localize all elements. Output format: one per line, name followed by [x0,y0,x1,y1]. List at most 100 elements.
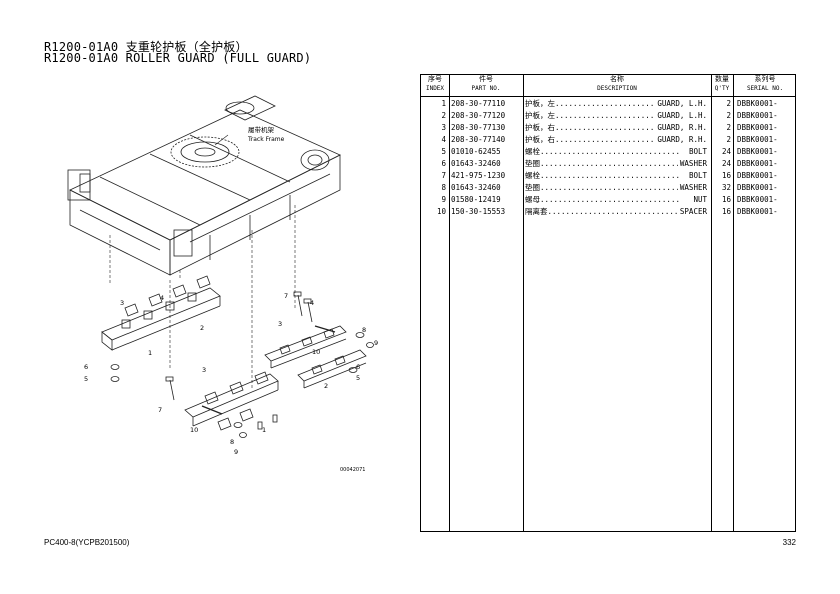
cell-serial: DBBK0001- [737,123,778,132]
cell-index: 4 [441,135,446,144]
desc-en: GUARD, R.H. [655,134,707,146]
cell-qty: 24 [721,159,731,168]
desc-en: SPACER [677,206,707,218]
cell-qty: 16 [721,195,731,204]
callout-1a: 1 [148,349,152,357]
model-number: PC400-8(YCPB201500) [44,538,130,547]
callout-5b: 5 [356,374,360,382]
desc-en: NUT [691,194,707,206]
cell-description: 螺栓...............................BOLT [525,146,709,158]
cell-qty: 2 [726,99,731,108]
callout-2b: 2 [324,382,328,390]
guard-right-lower [297,349,367,389]
cell-serial: DBBK0001- [737,135,778,144]
exploded-view-diagram: 履带机架 Track Frame 4 3 2 1 6 5 3 7 10 8 9 … [67,95,378,473]
cell-index: 1 [441,99,446,108]
callout-5a: 5 [84,375,88,383]
table-row: 4 208-30-77140 护板，右.......................… [421,134,795,146]
table-row: 1 208-30-77110 护板，左.......................… [421,98,795,110]
col-divider [711,75,712,531]
cell-qty: 16 [721,207,731,216]
page-number: 332 [782,538,796,547]
cell-part-no: 01643-32460 [451,183,501,192]
col-divider [449,75,450,531]
desc-cn: 隔离套 [525,207,548,216]
desc-en: GUARD, L.H. [655,98,707,110]
leader-dots: ............................... [555,99,695,108]
cell-part-no: 208-30-77110 [451,99,506,108]
leader-dots: ............................... [540,159,680,168]
callout-7b: 7 [284,292,288,300]
cell-description: 护板，右...............................GUARD… [525,122,709,134]
leader-dots: ............................... [547,207,688,216]
leader-dots: ............................... [540,183,680,192]
cell-serial: DBBK0001- [737,171,778,180]
table-row: 3 208-30-77130 护板，右.......................… [421,122,795,134]
desc-cn: 螺母 [525,195,540,204]
cell-description: 螺栓...............................BOLT [525,170,709,182]
cell-description: 护板，右...............................GUARD… [525,134,709,146]
leader-dots: ............................... [555,111,695,120]
desc-cn: 护板，右 [525,135,555,144]
cell-part-no: 208-30-77140 [451,135,506,144]
callout-3c: 3 [278,320,282,328]
cell-serial: DBBK0001- [737,183,778,192]
fasteners [110,291,374,438]
cell-description: 螺母............................... NUT [525,194,709,206]
desc-cn: 垫圈 [525,159,540,168]
callout-4a: 4 [160,294,164,302]
cell-index: 3 [441,123,446,132]
callout-6a: 6 [84,363,88,371]
callout-7a: 7 [158,406,162,414]
page-title-en: R1200-01A0 ROLLER GUARD (FULL GUARD) [44,51,312,65]
cell-serial: DBBK0001- [737,111,778,120]
callout-2a: 2 [200,324,204,332]
cell-serial: DBBK0001- [737,147,778,156]
cell-description: 护板，左...............................GUARD… [525,110,709,122]
guard-left-upper [101,275,221,351]
cell-part-no: 208-30-77130 [451,123,506,132]
frame-label-cn: 履带机架 [248,125,275,134]
cell-part-no: 01010-62455 [451,147,501,156]
callout-9b: 9 [374,339,378,347]
cell-qty: 16 [721,171,731,180]
desc-en: BOLT [686,146,707,158]
cell-index: 10 [436,207,446,216]
cell-part-no: 01643-32460 [451,159,501,168]
callout-4b: 4 [310,299,314,307]
cell-part-no: 01580-12419 [451,195,501,204]
desc-en: BOLT [686,170,707,182]
callout-9a: 9 [234,448,238,456]
cell-serial: DBBK0001- [737,207,778,216]
cell-qty: 24 [721,147,731,156]
col-divider [733,75,734,531]
leader-dots: ............................... [540,171,680,180]
cell-index: 2 [441,111,446,120]
cell-index: 5 [441,147,446,156]
cell-qty: 32 [721,183,731,192]
cell-index: 7 [441,171,446,180]
desc-en: GUARD, L.H. [655,110,707,122]
leader-dots: ............................... [540,147,680,156]
cell-description: 护板，左...............................GUARD… [525,98,709,110]
cell-index: 9 [441,195,446,204]
leader-dots: ............................... [540,195,680,204]
desc-cn: 护板，左 [525,99,555,108]
cell-serial: DBBK0001- [737,195,778,204]
leader-dots: ............................... [555,135,695,144]
cell-qty: 2 [726,135,731,144]
desc-en: WASHER [677,182,707,194]
cell-part-no: 421-975-1230 [451,171,506,180]
desc-cn: 护板，左 [525,111,555,120]
